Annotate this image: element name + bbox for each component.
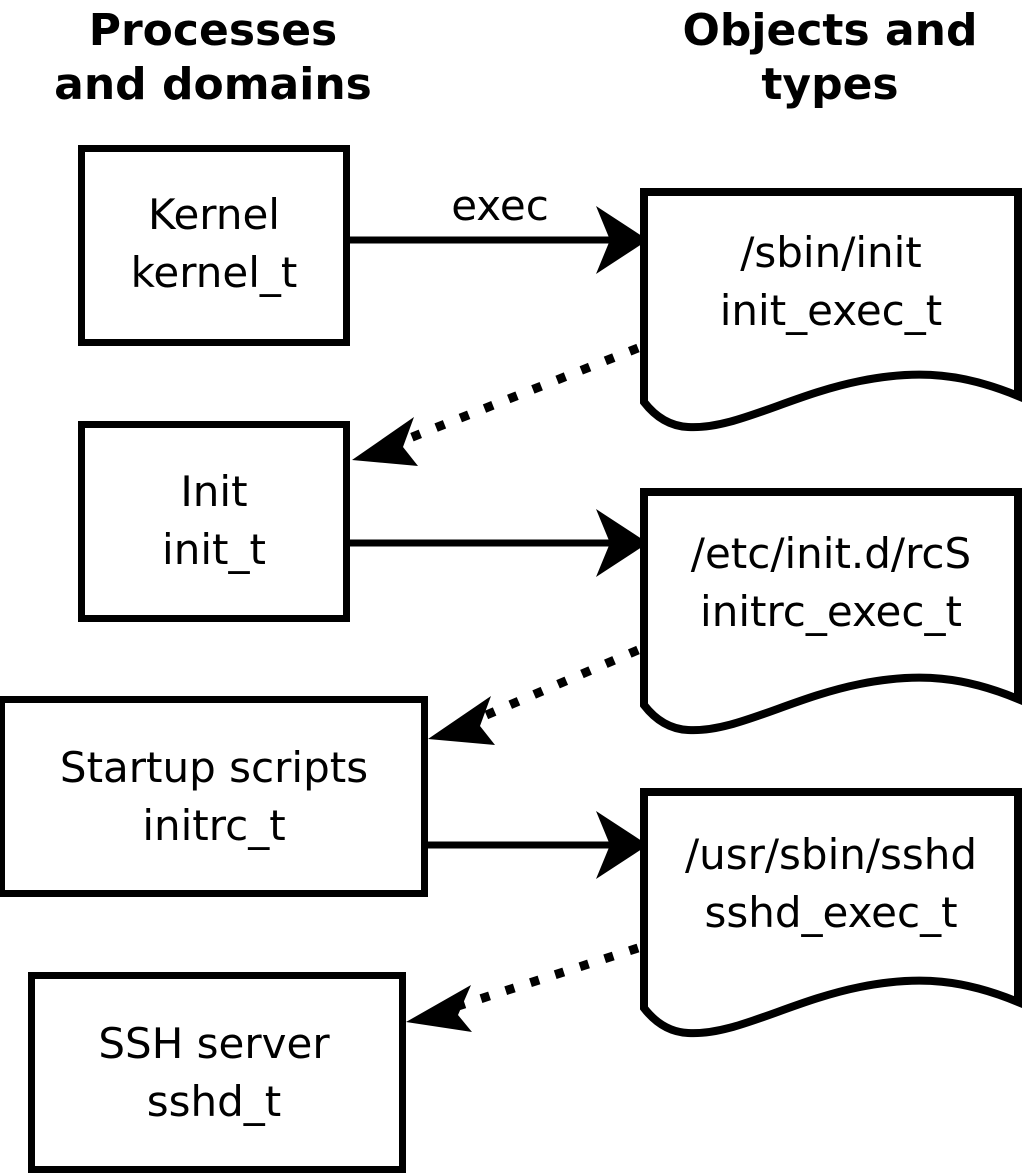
node-kernel[interactable]: Kernel kernel_t bbox=[78, 145, 350, 346]
node-kernel-box[interactable] bbox=[78, 145, 350, 346]
node-etc-initd-rcs-document[interactable] bbox=[640, 488, 1022, 735]
edge-line bbox=[390, 343, 640, 450]
node-sbin-init[interactable]: /sbin/init init_exec_t bbox=[640, 188, 1022, 432]
edge-line bbox=[450, 943, 640, 1013]
node-sbin-init-document[interactable] bbox=[640, 188, 1022, 432]
edge-init-exec-transition-init bbox=[352, 343, 640, 466]
node-startup-scripts-box[interactable] bbox=[0, 696, 428, 897]
node-ssh-server-label-line2: sshd_t bbox=[147, 1077, 282, 1126]
column-heading-objects-line1: Objects and bbox=[683, 5, 978, 56]
node-init-label-line1: Init bbox=[180, 467, 247, 516]
node-startup-scripts-label-line2: initrc_t bbox=[142, 801, 285, 850]
arrowhead bbox=[596, 811, 648, 879]
edge-init-exec-initrc-exec bbox=[350, 509, 648, 577]
node-init-label-line2: init_t bbox=[162, 525, 266, 574]
node-kernel-label-line2: kernel_t bbox=[131, 248, 298, 297]
node-usr-sbin-sshd[interactable]: /usr/sbin/sshd sshd_exec_t bbox=[640, 788, 1022, 1038]
edge-label-exec: exec bbox=[451, 181, 549, 230]
node-ssh-server-box[interactable] bbox=[28, 972, 406, 1173]
node-etc-initd-rcs-label-line1: /etc/init.d/rcS bbox=[691, 529, 971, 578]
arrowhead bbox=[596, 509, 648, 577]
arrowhead bbox=[352, 417, 418, 466]
arrowhead bbox=[428, 696, 495, 745]
edge-kernel-exec-init-exec: exec bbox=[350, 181, 648, 274]
node-sbin-init-label-line1: /sbin/init bbox=[740, 228, 922, 277]
column-heading-processes-line1: Processes bbox=[89, 5, 338, 56]
node-etc-initd-rcs[interactable]: /etc/init.d/rcS initrc_exec_t bbox=[640, 488, 1022, 735]
arrowhead bbox=[406, 985, 472, 1032]
edge-initrc-exec-sshd-exec bbox=[428, 811, 648, 879]
node-usr-sbin-sshd-label-line2: sshd_exec_t bbox=[704, 888, 957, 937]
node-ssh-server-label-line1: SSH server bbox=[98, 1019, 330, 1068]
column-heading-processes-line2: and domains bbox=[54, 59, 372, 110]
node-ssh-server[interactable]: SSH server sshd_t bbox=[28, 972, 406, 1173]
node-usr-sbin-sshd-document[interactable] bbox=[640, 788, 1022, 1038]
node-init-box[interactable] bbox=[78, 421, 350, 622]
node-init[interactable]: Init init_t bbox=[78, 421, 350, 622]
node-usr-sbin-sshd-label-line1: /usr/sbin/sshd bbox=[685, 830, 977, 879]
node-etc-initd-rcs-label-line2: initrc_exec_t bbox=[700, 587, 962, 636]
column-heading-objects: Objects and types bbox=[683, 5, 978, 110]
column-heading-processes: Processes and domains bbox=[54, 5, 372, 110]
node-startup-scripts-label-line1: Startup scripts bbox=[60, 743, 368, 792]
edge-initrc-exec-transition-initrc bbox=[428, 645, 640, 745]
node-sbin-init-label-line2: init_exec_t bbox=[720, 286, 943, 335]
node-kernel-label-line1: Kernel bbox=[148, 190, 280, 239]
arrowhead bbox=[596, 206, 648, 274]
edge-line bbox=[468, 645, 640, 727]
node-startup-scripts[interactable]: Startup scripts initrc_t bbox=[0, 696, 428, 897]
column-heading-objects-line2: types bbox=[761, 59, 898, 110]
edge-sshd-exec-transition-sshd bbox=[406, 943, 640, 1032]
